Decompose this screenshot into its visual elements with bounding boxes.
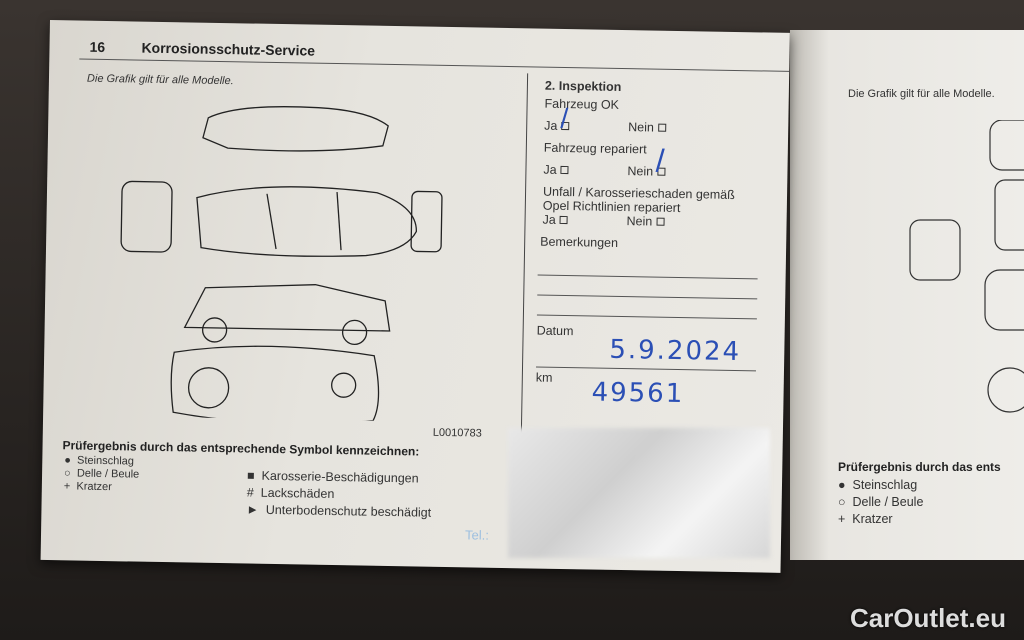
right-legend-title: Prüfergebnis durch das ents (838, 460, 1001, 474)
figure-code: L0010783 (432, 426, 482, 440)
question-vehicle-ok: Fahrzeug OK (544, 96, 620, 112)
watermark-logo: CarOutlet.eu (849, 603, 1006, 633)
legend-item: ○ Delle / Beule (63, 467, 140, 481)
inspection-title: 2. Inspektion (544, 78, 622, 94)
right-legend-item: + Kratzer (838, 512, 893, 526)
q1-no-checkbox[interactable] (657, 123, 667, 132)
legend-item: ► Unterbodenschutz beschädigt (246, 502, 432, 520)
q1-no: Nein (628, 120, 667, 135)
remarks-label: Bemerkungen (540, 234, 619, 250)
right-legend-item: ○ Delle / Beule (838, 495, 924, 509)
q3-no: Nein (626, 214, 665, 229)
right-legend-item: ● Steinschlag (838, 478, 918, 492)
right-subtitle: Die Grafik gilt für alle Modelle. (848, 88, 995, 100)
q3-no-checkbox[interactable] (656, 217, 665, 226)
date-label: Datum (536, 323, 574, 339)
km-value: 49561 (591, 377, 685, 410)
q2-yes-checkbox[interactable] (560, 165, 569, 175)
left-page: 16 Korrosionsschutz-Service Die Grafik g… (40, 20, 790, 573)
page-number: 16 (89, 38, 106, 55)
right-page: Die Grafik gilt für alle Modelle. Prüfer… (790, 30, 1024, 560)
page-subtitle: Die Grafik gilt für alle Modelle. (86, 72, 234, 88)
page-title: Korrosionsschutz-Service (141, 39, 316, 59)
checkmark-q2-no: / (655, 142, 665, 179)
legend-item: ● Steinschlag (64, 454, 135, 468)
tel-label: Tel.: (464, 527, 490, 543)
legend-item: + Kratzer (63, 480, 112, 494)
redacted-stamp (508, 428, 770, 558)
q3-yes: Ja (542, 213, 568, 227)
date-value: 5.9.2024 (609, 334, 742, 368)
checkmark-q1-yes: / (560, 102, 569, 135)
question-vehicle-repaired: Fahrzeug repariert (543, 140, 647, 157)
car-diagram-icon (120, 106, 443, 423)
q3-yes-checkbox[interactable] (559, 215, 568, 225)
car-diagram-icon (909, 120, 1024, 413)
km-label: km (535, 370, 553, 385)
q2-yes: Ja (543, 163, 569, 177)
